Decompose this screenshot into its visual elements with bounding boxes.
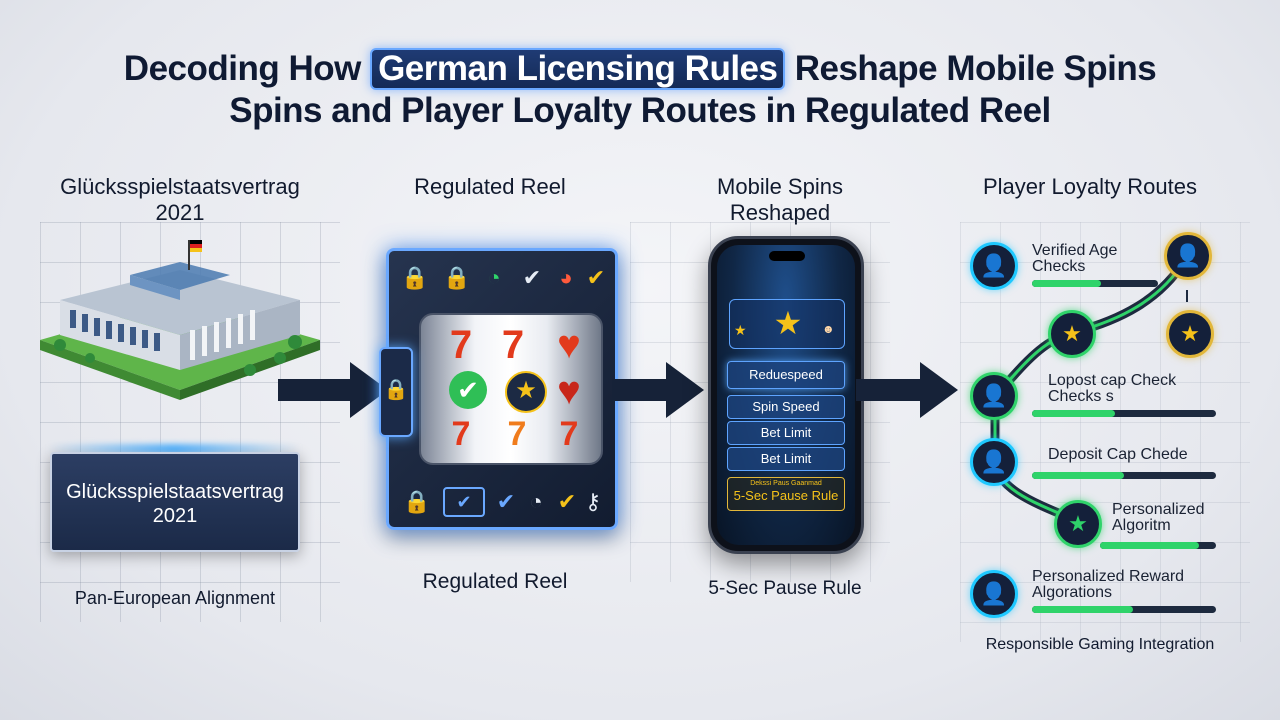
user-icon: 👤 (970, 438, 1018, 486)
seven-symbol: 7 (451, 415, 471, 453)
route-label-2: Deposit Cap Chede (1048, 446, 1188, 463)
star-icon: ★ (1166, 310, 1214, 358)
col1-caption: Pan-European Alignment (74, 588, 276, 608)
seven-symbol: 7 (559, 415, 579, 453)
title-line-1: Decoding How German Licensing Rules Resh… (0, 48, 1280, 90)
check-icon: ✔ (449, 371, 487, 409)
route-label-1: Lopost cap Check Checks s (1048, 372, 1177, 405)
check-icon: ✔ (443, 487, 485, 517)
title-highlight: German Licensing Rules (370, 48, 786, 90)
col3-caption: 5-Sec Pause Rule (708, 578, 862, 599)
treaty-label-text: Glücksspielstaatsvertrag 2021 (66, 481, 284, 527)
col2-heading: Regulated Reel (414, 174, 566, 199)
heart-symbol: ♥ (557, 323, 581, 367)
title-text-end: Reshape Mobile Spins (785, 49, 1157, 88)
route-bar-0 (1032, 280, 1158, 287)
right-arrow-icon (278, 362, 388, 418)
check-icon: ✔ (522, 265, 542, 290)
treaty-label-box: Glücksspielstaatsvertrag 2021 (50, 452, 300, 552)
star-banner: ★ ★ ☻ (729, 299, 845, 349)
glow-line (48, 444, 300, 454)
user-icon: 👤 (970, 570, 1018, 618)
col3-heading: Mobile Spins Reshaped (717, 174, 843, 225)
government-building-illustration (30, 230, 330, 410)
mobile-phone: ★ ★ ☻ Reduespeed Spin Speed Bet Limit Be… (708, 236, 864, 554)
check-icon: ✔ (557, 489, 577, 514)
right-arrow-icon (856, 362, 960, 418)
star-icon: ★ (773, 305, 803, 341)
phone-notch (769, 251, 805, 261)
pause-rule-box: Dekssi Paus Gaanmad 5-Sec Pause Rule (727, 477, 845, 511)
gauge-icon: ◔ (487, 265, 501, 290)
check-icon: ✔ (496, 489, 516, 514)
route-bar-fill-4 (1032, 606, 1134, 613)
phone-option-1[interactable]: Spin Speed (727, 395, 845, 419)
pause-small-label: Dekssi Paus Gaanmad (750, 480, 822, 487)
key-icon: ⚷ (584, 489, 602, 514)
heart-symbol: ♥ (557, 369, 581, 413)
regulated-reel-panel: 🔒 🔒 ◔ ✔ ◕ ✔ 7 7 ♥ ✔ ★ ♥ 7 7 7 🔒 🔒 ✔ ✔ ◔ … (379, 248, 618, 530)
col2-caption: Regulated Reel (422, 570, 568, 593)
route-bar-1 (1032, 410, 1216, 417)
col4-heading: Player Loyalty Routes (983, 174, 1197, 199)
gauge-icon: ◔ (529, 489, 543, 514)
phone-option-0[interactable]: Reduespeed (727, 361, 845, 389)
route-bar-3 (1100, 542, 1216, 549)
star-icon: ★ (1048, 310, 1096, 358)
route-bar-2 (1032, 472, 1216, 479)
route-bar-4 (1032, 606, 1216, 613)
star-icon: ★ (505, 371, 547, 413)
route-bar-fill-2 (1032, 472, 1124, 479)
star-icon: ★ (1054, 500, 1102, 548)
user-icon: 👤 (1164, 232, 1212, 280)
star-icon: ★ (734, 322, 747, 338)
gauge-icon: ◕ (559, 265, 573, 290)
pause-rule-label: 5-Sec Pause Rule (733, 488, 839, 503)
title-line-2: Spins and Player Loyalty Routes in Regul… (229, 91, 1051, 130)
user-icon: 👤 (970, 242, 1018, 290)
route-bar-fill-3 (1100, 542, 1199, 549)
grid-background-right (960, 222, 1250, 642)
mask-icon: ☻ (822, 322, 835, 336)
seven-symbol: 7 (449, 323, 473, 367)
slot-reel: 7 7 ♥ ✔ ★ ♥ 7 7 7 (419, 313, 603, 465)
check-icon: ✔ (586, 265, 606, 290)
lock-icon: 🔒 (383, 379, 409, 401)
route-label-3: Personalized Algoritm (1112, 501, 1205, 534)
phone-option-3[interactable]: Bet Limit (727, 447, 845, 471)
lock-badge: 🔒 (379, 347, 413, 437)
col1-heading: Glücksspielstaatsvertrag 2021 (60, 174, 300, 225)
phone-option-2[interactable]: Bet Limit (727, 421, 845, 445)
route-label-0: Verified Age Checks (1032, 242, 1118, 275)
lock-icon: 🔒 (443, 265, 471, 290)
seven-symbol: 7 (501, 323, 525, 367)
lock-icon: 🔒 (403, 489, 431, 514)
phone-screen: ★ ★ ☻ Reduespeed Spin Speed Bet Limit Be… (717, 245, 855, 545)
right-arrow-icon (612, 362, 704, 418)
lock-icon: 🔒 (401, 265, 429, 290)
route-bar-fill-0 (1032, 280, 1102, 287)
col4-caption: Responsible Gaming Integration (985, 636, 1215, 653)
title-text-start: Decoding How (123, 49, 371, 88)
route-bar-fill-1 (1032, 410, 1115, 417)
route-label-4: Personalized Reward Algorations (1032, 568, 1185, 601)
user-icon: 👤 (970, 372, 1018, 420)
seven-symbol: 7 (507, 415, 527, 453)
